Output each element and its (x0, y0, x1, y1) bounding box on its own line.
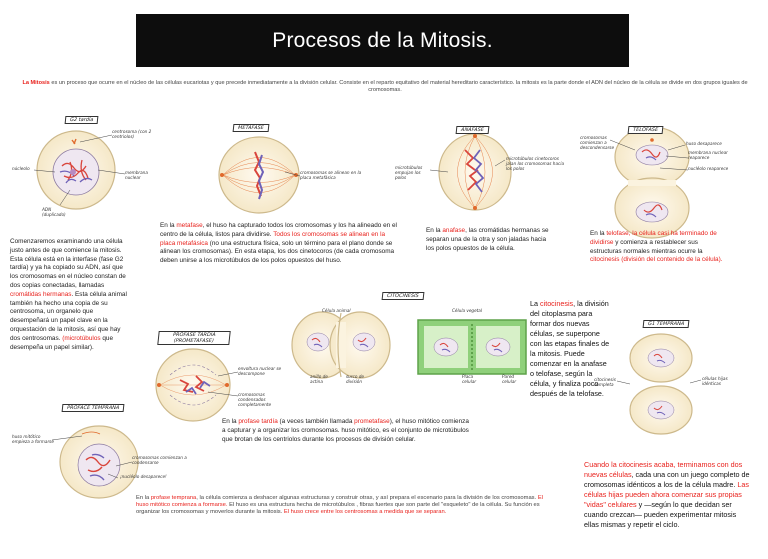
profase-label-huso: huso mitótico empieza a formarse (12, 434, 54, 444)
anafase-leaders (429, 159, 506, 173)
citocinesis-plant-cell (417, 319, 527, 375)
citocinesis-tag: CITOCINESIS (381, 292, 425, 300)
citocinesis-label-surco: surco de división (346, 374, 364, 384)
anafase-text-red: anafase (442, 227, 466, 234)
g2-leaders (33, 134, 126, 206)
g1-description: Cuando la citocinesis acaba, terminamos … (584, 460, 752, 530)
g1-label-hijas: células hijas idénticas (702, 376, 728, 386)
prometafase-text-c: ), el huso mitótico comienza a capturar … (222, 418, 469, 443)
prometafase-text-red2: prometafase (354, 418, 390, 425)
metafase-tag: METAFASE (232, 124, 270, 132)
metafase-text-c: (no una estructura física, solo un térmi… (160, 239, 395, 265)
citocinesis-label-animal: Célula animal (322, 308, 351, 313)
profase-text-red3: El huso crece entre los centrosomas a me… (283, 509, 447, 516)
telofase-label-nucleolo: nucléolo reaparece (688, 166, 729, 171)
profase-temprana-leaders (51, 435, 133, 479)
intro-text: es un proceso que ocurre en el núcleo de… (49, 80, 748, 94)
g1-text-red: Cuando la citocinesis acaba, terminamos … (584, 460, 743, 479)
metafase-description: En la metafase, el huso ha capturado tod… (160, 222, 398, 266)
g2-label-nucleolo: núcleolo (12, 166, 30, 171)
g1-tag: G1 TEMPRANA (642, 320, 690, 328)
g2-text-end: que desempeña un papel similar). (10, 334, 114, 351)
profase-label-nucleolo: ¡nucléolo desaparece! (120, 474, 167, 479)
anafase-label-polos: microtúbulos empujan los polos (395, 165, 423, 180)
page-title: Procesos de la Mitosis. (272, 28, 493, 52)
g2-text-red: cromátidas hermanas (10, 290, 72, 298)
profase-tardia-cell (155, 348, 231, 422)
anafase-cell (438, 133, 512, 211)
citocinesis-animal-cell (291, 311, 391, 379)
metafase-label: cromosomas se alinean en la placa metafá… (300, 170, 362, 180)
g2-tag: G2 tardía (64, 116, 99, 124)
citocinesis-label-placa: Placa celular (462, 374, 477, 384)
cito-text-a: La (530, 299, 540, 308)
prometafase-text-a: En la (222, 418, 239, 425)
intro-paragraph: La Mitosis es un proceso que ocurre en e… (20, 80, 750, 94)
cito-text-red: citocinesis (540, 299, 574, 308)
g2-text-red2: (microtúbulos (62, 334, 101, 342)
g2-label-adn: ADN (duplicado) (42, 207, 66, 217)
telofase-label-cromosomas: cromosomas comienzan a descondensarse (580, 135, 615, 150)
profase-text-a: En la (136, 495, 151, 501)
profase-tardia-leaders (207, 371, 239, 397)
profase-temprana-cell (59, 425, 139, 499)
g1-cells (629, 333, 693, 435)
prometafase-text-b: (a veces también llamada (277, 418, 355, 425)
metafase-text-red: metafase (176, 222, 203, 229)
anafase-tag: ANAFASE (455, 126, 490, 134)
prometafase-description: En la profase tardía (a veces también ll… (222, 418, 470, 444)
telofase-tag: TELOFASE (627, 126, 664, 134)
citocinesis-label-vegetal: Célula vegetal (452, 308, 483, 313)
metafase-text-b: , el huso ha capturado todos los cromoso… (160, 222, 397, 238)
citocinesis-description: La citocinesis, la división del citoplas… (530, 299, 610, 399)
cito-text-b: , la división del citoplasma para formar… (530, 299, 610, 398)
metafase-text-red2: Todos los cromosomas se alinean en la pl… (160, 230, 386, 247)
profase-label-cromosomas: cromosomas comienzan a condensarse (132, 455, 187, 465)
g1-text-red2: Las células hijas pueden ahora comenzar … (584, 480, 749, 509)
profase-text-red2: El huso mitótico comienza a formarse. (136, 495, 543, 509)
telofase-text-a: En la (590, 230, 607, 237)
g2-text-rest: . Esta célula animal también ha hecho un… (10, 290, 127, 342)
prometafase-label-envoltura: envoltura nuclear se descompone (238, 366, 282, 376)
profase-tardia-tag: PROFASE TARDÍA (PROMETAFASE) (157, 331, 231, 345)
g1-label-citocinesis: citocinesis completa (594, 377, 616, 387)
g2-text: Comenzaremos examinando una célula justo… (10, 238, 126, 289)
g2-description: Comenzaremos examinando una célula justo… (10, 238, 128, 352)
telofase-text-red2: citocinesis (división del contenido de l… (590, 256, 723, 264)
prometafase-text-red: profase tardía (238, 418, 278, 425)
telofase-label-membrana: membrana nuclear reaparece (688, 150, 728, 160)
telofase-label-huso: huso desaparece (686, 141, 722, 146)
profase-text-c: El huso es una estructura hecha de micro… (136, 502, 540, 516)
g2-cell (36, 130, 116, 210)
telofase-leaders (609, 139, 689, 171)
prometafase-label-cromosomas: cromosomas condensados completamente (238, 392, 272, 407)
g1-text-c: y —según lo que decidan ser cuando crezc… (584, 500, 737, 529)
g1-leaders (616, 379, 702, 385)
metafase-cell (218, 136, 300, 214)
g2-label-membrana: membrana nuclear (125, 170, 148, 180)
metafase-leader (284, 171, 301, 177)
profase-temprana-tag: PROFACE TEMPRANA (61, 404, 125, 412)
g2-label-centrosoma: centrosoma (con 2 centriolos) (112, 129, 152, 139)
g1-text-b: , cada una con un juego completo de crom… (584, 470, 750, 489)
telofase-text-b: y comienza a restablecer sus estructuras… (590, 238, 703, 255)
anafase-text-a: En la (426, 227, 443, 234)
citocinesis-label-pared: Pared celular (502, 374, 517, 384)
telofase-cell (614, 126, 690, 239)
anafase-label-cinetocoros: microtúbulos cinetocoros jalan los cromo… (506, 156, 565, 171)
anafase-description: En la anafase, las cromátidas hermanas s… (426, 227, 552, 253)
profase-text-red: profase temprana (150, 495, 197, 501)
profase-description: En la profase temprana, la célula comien… (136, 495, 546, 517)
title-banner: Procesos de la Mitosis. (136, 14, 629, 67)
telofase-text-red: telofase, la célula casi ha terminado de… (590, 230, 717, 246)
metafase-text-a: En la (160, 222, 177, 229)
profase-text-b: , la célula comienza a deshacer algunas … (196, 495, 538, 501)
anafase-text-b: , las cromátidas hermanas se separan una… (426, 227, 549, 252)
telofase-description: En la telofase, la célula casi ha termin… (590, 230, 730, 265)
intro-term: La Mitosis (22, 80, 50, 86)
citocinesis-label-anillo: anillo de actina (310, 374, 328, 384)
